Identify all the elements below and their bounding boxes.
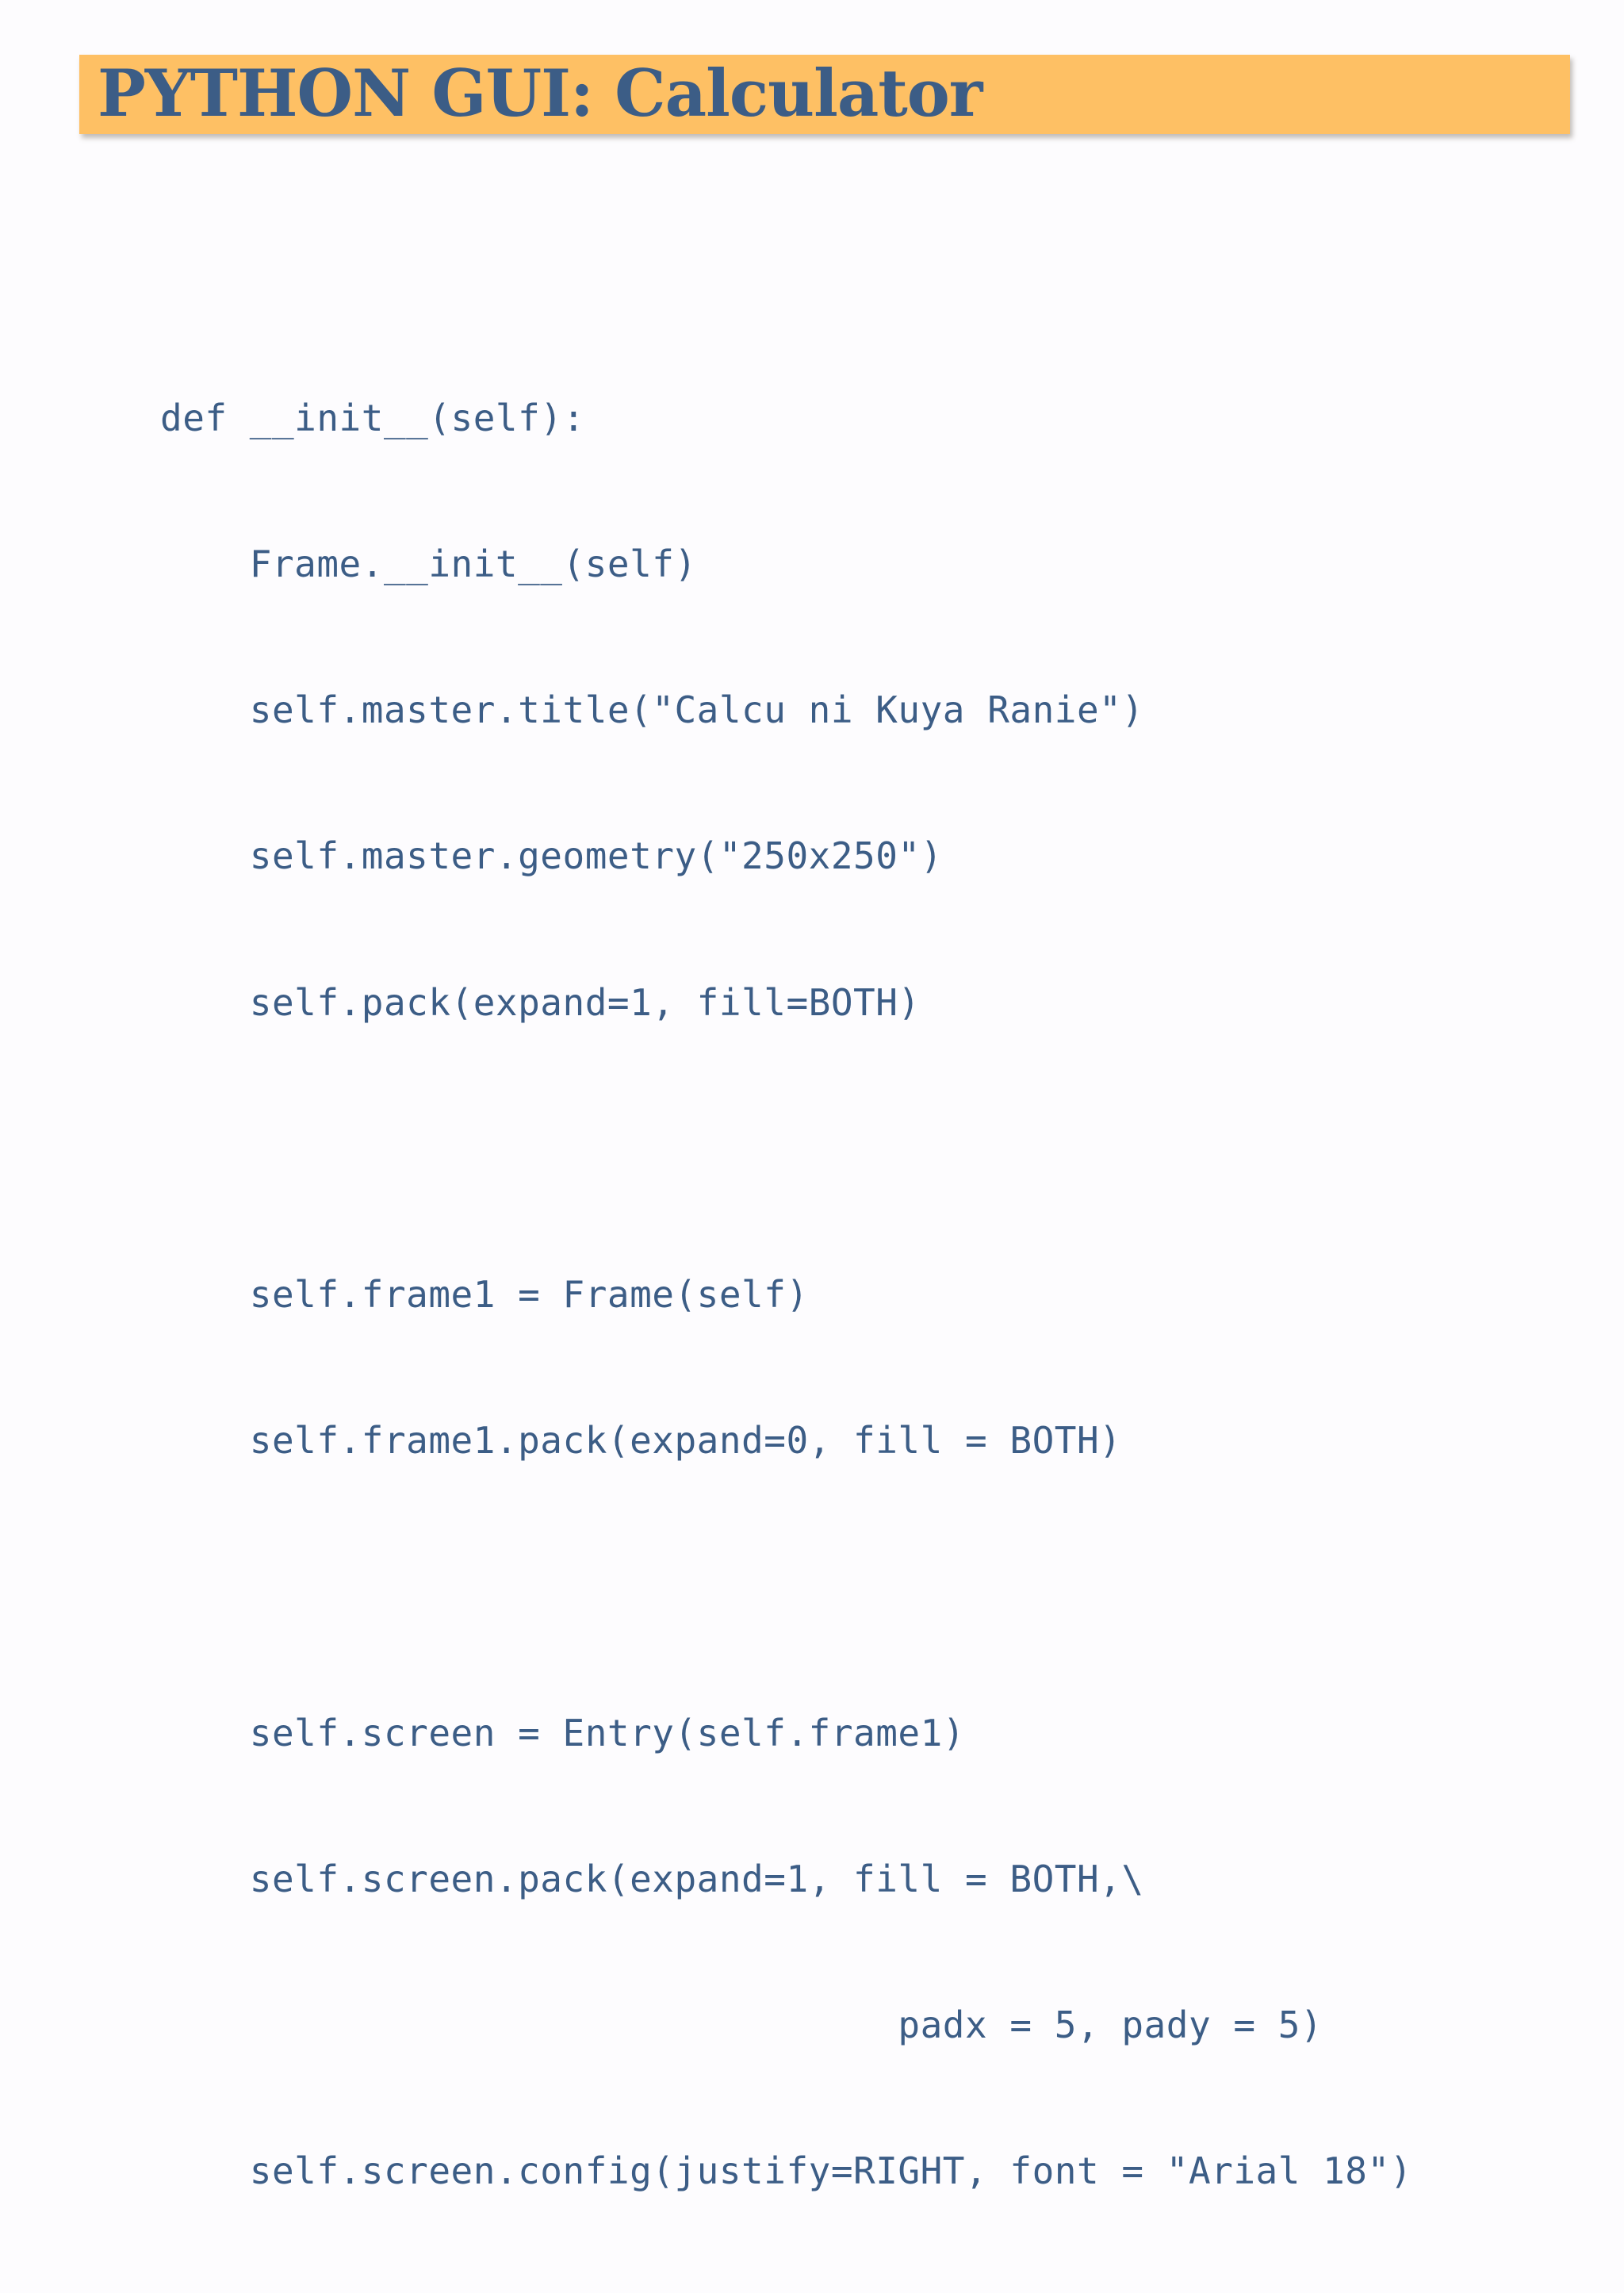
code-line: self.pack(expand=1, fill=BOTH) xyxy=(160,980,921,1024)
code-line: Frame.__init__(self) xyxy=(160,543,697,586)
slide: PYTHON GUI: Calculator def __init__(self… xyxy=(79,55,1570,2193)
code-block: def __init__(self): Frame.__init__(self)… xyxy=(160,297,1412,2293)
code-line: self.frame1.pack(expand=0, fill = BOTH) xyxy=(160,1419,1122,1463)
code-line: self.screen.config(justify=RIGHT, font =… xyxy=(160,2149,1412,2193)
code-line-blank xyxy=(160,1563,1412,1611)
code-line: def __init__(self): xyxy=(160,396,585,439)
code-line: padx = 5, pady = 5) xyxy=(160,2003,1323,2047)
code-line: self.screen = Entry(self.frame1) xyxy=(160,1711,965,1754)
slide-title: PYTHON GUI: Calculator xyxy=(98,56,982,132)
code-line: self.frame1 = Frame(self) xyxy=(160,1273,809,1317)
code-line: self.master.geometry("250x250") xyxy=(160,834,943,878)
code-line: self.master.title("Calcu ni Kuya Ranie") xyxy=(160,688,1144,732)
title-bar: PYTHON GUI: Calculator xyxy=(79,55,1570,134)
code-line: self.screen.pack(expand=1, fill = BOTH,\ xyxy=(160,1857,1144,1900)
code-line-blank xyxy=(160,1125,1412,1173)
